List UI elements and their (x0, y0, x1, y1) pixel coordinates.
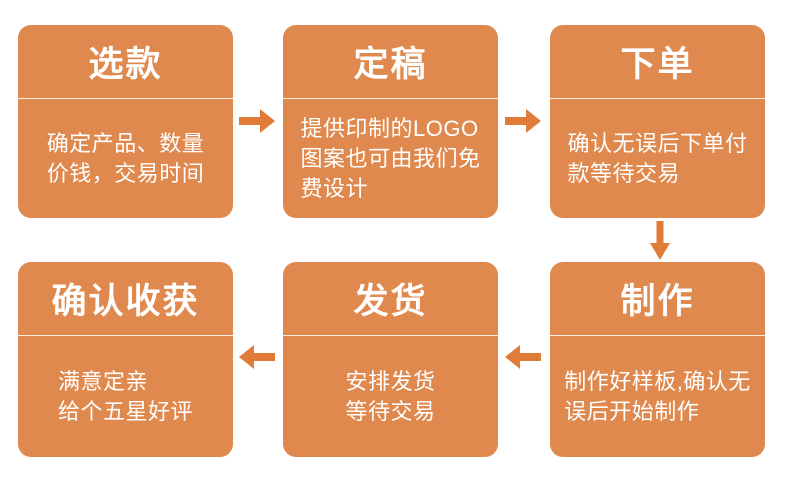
arrow-down-icon (650, 221, 670, 260)
step-title: 定稿 (283, 25, 498, 99)
step-title: 下单 (550, 25, 765, 99)
step-body-text: 满意定亲 给个五星好评 (57, 368, 193, 424)
arrow-left-icon (239, 345, 275, 369)
step-body-text: 制作好样板,确认无 误后开始制作 (564, 368, 751, 424)
step-box-finalize-draft: 定稿 提供印制的LOGO 图案也可由我们免 费设计 (283, 25, 498, 218)
arrow-right-icon (505, 109, 541, 133)
step-title: 选款 (18, 25, 233, 99)
step-box-production: 制作 制作好样板,确认无 误后开始制作 (550, 262, 765, 457)
step-box-place-order: 下单 确认无误后下单付 款等待交易 (550, 25, 765, 218)
step-box-shipping: 发货 安排发货 等待交易 (283, 262, 498, 457)
step-body: 确认无误后下单付 款等待交易 (550, 99, 765, 218)
step-title: 制作 (550, 262, 765, 336)
step-body-text: 提供印制的LOGO 图案也可由我们免 费设计 (300, 115, 481, 201)
arrow-left-icon (505, 345, 541, 369)
step-body-text: 安排发货 等待交易 (345, 368, 436, 424)
step-body: 提供印制的LOGO 图案也可由我们免 费设计 (283, 99, 498, 218)
step-box-select-style: 选款 确定产品、数量 价钱，交易时间 (18, 25, 233, 218)
step-title: 确认收获 (18, 262, 233, 336)
arrow-right-icon (239, 109, 275, 133)
step-body: 安排发货 等待交易 (283, 336, 498, 457)
step-body-text: 确定产品、数量 价钱，交易时间 (46, 130, 205, 186)
step-body-text: 确认无误后下单付 款等待交易 (567, 130, 748, 186)
step-box-confirm-receipt: 确认收获 满意定亲 给个五星好评 (18, 262, 233, 457)
step-body: 确定产品、数量 价钱，交易时间 (18, 99, 233, 218)
step-body: 制作好样板,确认无 误后开始制作 (550, 336, 765, 457)
step-body: 满意定亲 给个五星好评 (18, 336, 233, 457)
step-title: 发货 (283, 262, 498, 336)
